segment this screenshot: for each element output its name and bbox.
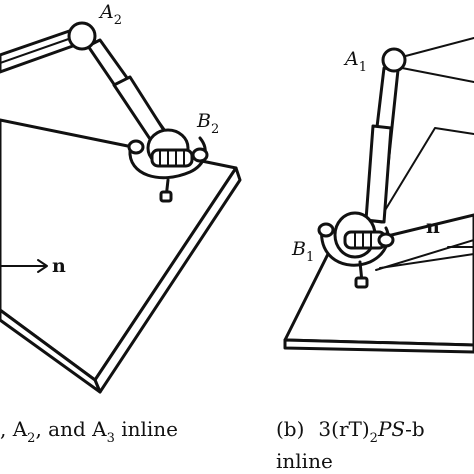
panel-b-caption-line2: inline bbox=[276, 449, 333, 473]
panel-a-normal-arrow bbox=[0, 259, 48, 273]
panel-b-joint-a1 bbox=[381, 47, 407, 73]
panel-a-joint-a2 bbox=[67, 21, 97, 51]
panel-a-joint-b2 bbox=[127, 128, 209, 203]
panel-b-vector-label: n bbox=[426, 216, 440, 238]
panel-a-caption: , A2, and A3 inline bbox=[0, 417, 178, 446]
panel-b-caption-line1: (b)3(rT)2PS-b bbox=[276, 417, 425, 446]
panel-b-top-link bbox=[375, 37, 474, 271]
panel-b: A1 B1 n (b)3(rT)2PS-b inline bbox=[276, 37, 474, 473]
panel-b-joint-b1 bbox=[317, 211, 395, 289]
panel-b-label-b1: B1 bbox=[291, 238, 314, 265]
panel-a-label-a2: A2 bbox=[98, 1, 122, 28]
panel-b-label-a1: A1 bbox=[343, 48, 367, 75]
panel-b-actuator-leg bbox=[364, 66, 400, 224]
panel-a-label-b2: B2 bbox=[196, 110, 219, 137]
panel-a-vector-label: n bbox=[52, 255, 66, 277]
panel-a-base-plate bbox=[0, 118, 242, 394]
panel-b-base-plate bbox=[283, 213, 474, 354]
panel-a: A2 B2 n , A2, and A3 inline bbox=[0, 1, 242, 446]
